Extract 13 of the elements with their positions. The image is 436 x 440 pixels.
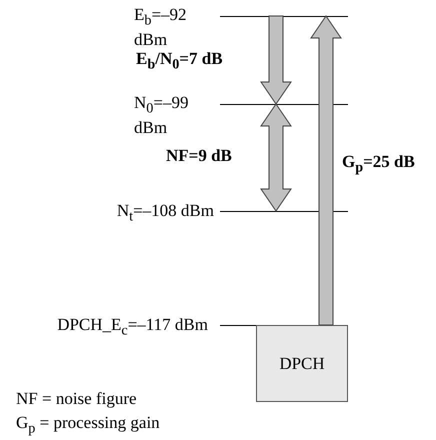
level-label: N$_{t}$=–108 dBm: [116, 201, 214, 226]
signal-box: [256, 325, 348, 402]
box-label: DPCH: [279, 354, 325, 374]
block-arrow: [260, 103, 292, 212]
legend-note: NF = noise figure: [16, 389, 137, 408]
legend-note: G$_{p}$ = processing gain: [16, 413, 160, 438]
edge-label: G$_{p}$=25 dB: [342, 152, 415, 178]
block-arrow: [260, 16, 292, 105]
level-line: [220, 325, 256, 326]
level-label: N$_{0}$=–99 dBm: [134, 93, 190, 138]
block-arrow: [310, 15, 342, 326]
level-label: DPCH_E$_{c}$=–117 dBm: [56, 315, 208, 340]
level-label: E$_{b}$=–92 dBm: [134, 5, 188, 50]
